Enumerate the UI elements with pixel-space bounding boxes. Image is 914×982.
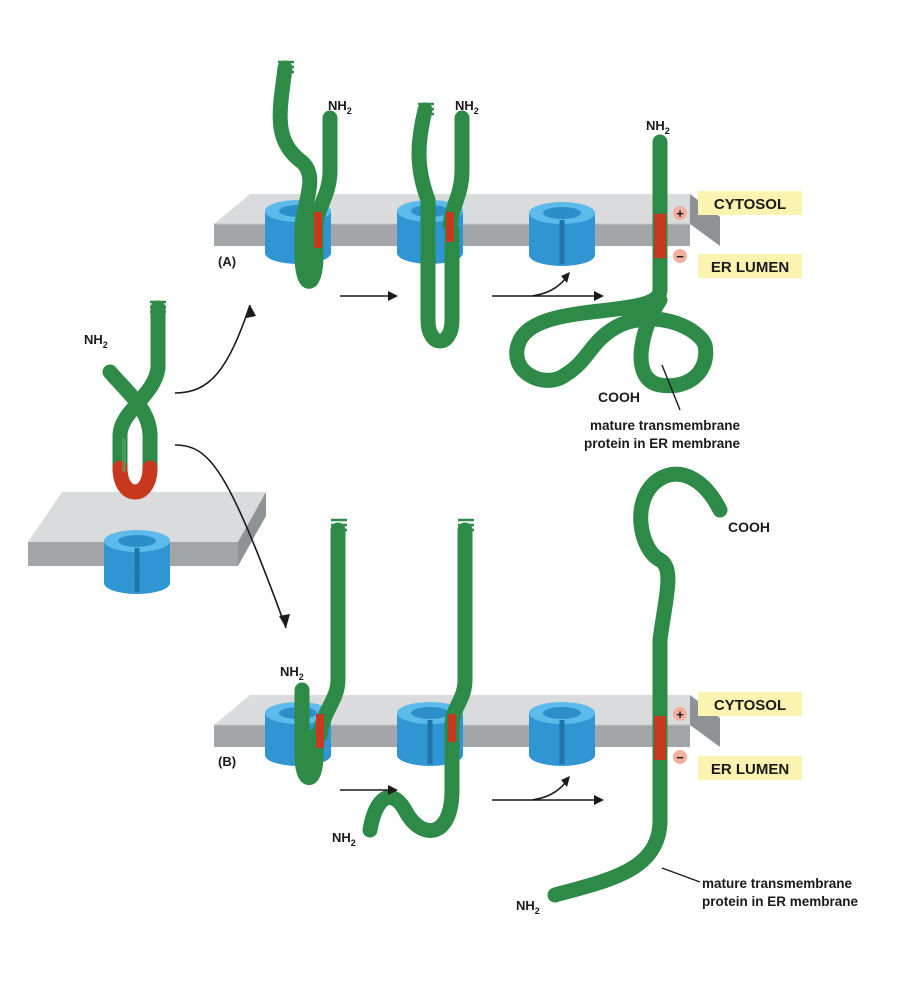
a-mature-line1: mature transmembrane bbox=[590, 418, 741, 433]
initial-nh2-label: NH2 bbox=[84, 332, 108, 350]
a-cytosol-tag bbox=[698, 191, 802, 215]
translocator-a3-icon bbox=[529, 202, 595, 266]
chain-a1 bbox=[272, 60, 338, 289]
mature-protein-b bbox=[547, 466, 728, 903]
b-cooh-label: COOH bbox=[728, 519, 770, 535]
branch-arrow-b bbox=[174, 444, 287, 629]
svg-text:−: − bbox=[676, 750, 684, 765]
chain-b2 bbox=[362, 518, 474, 838]
svg-text:ER LUMEN: ER LUMEN bbox=[711, 761, 789, 778]
b-cytosol-tag bbox=[698, 692, 802, 716]
svg-text:CYTOSOL: CYTOSOL bbox=[714, 196, 786, 213]
a-cooh-label: COOH bbox=[598, 389, 640, 405]
b-positive-charge-icon bbox=[673, 707, 687, 721]
a1-nh2-label: NH2 bbox=[328, 98, 352, 116]
initial-polypeptide bbox=[102, 300, 166, 500]
a2-nh2-label: NH2 bbox=[455, 98, 479, 116]
svg-text:ER LUMEN: ER LUMEN bbox=[711, 259, 789, 276]
a-mature-line2: protein in ER membrane bbox=[584, 436, 741, 451]
svg-text:−: − bbox=[676, 249, 684, 264]
b2-nh2-label: NH2 bbox=[332, 830, 356, 848]
b-mature-pointer bbox=[661, 867, 701, 883]
b-mature-nh2-label: NH2 bbox=[516, 898, 540, 916]
b-negative-charge-icon bbox=[673, 750, 687, 764]
translocator-b3-icon bbox=[529, 702, 595, 766]
b-mature-line1: mature transmembrane bbox=[702, 876, 853, 891]
a-mature-nh2-label: NH2 bbox=[646, 118, 670, 136]
a-positive-charge-icon bbox=[673, 206, 687, 220]
chain-a2 bbox=[411, 102, 470, 349]
a-mature-pointer bbox=[661, 364, 681, 411]
branch-arrow-a bbox=[174, 304, 251, 394]
chain-b1 bbox=[294, 518, 347, 785]
b1-nh2-label: NH2 bbox=[280, 664, 304, 682]
a-er-lumen-tag bbox=[698, 254, 802, 278]
b-er-lumen-tag bbox=[698, 756, 802, 780]
svg-text:CYTOSOL: CYTOSOL bbox=[714, 697, 786, 714]
a-negative-charge-icon bbox=[673, 249, 687, 263]
b-mature-line2: protein in ER membrane bbox=[702, 894, 859, 909]
svg-text:+: + bbox=[676, 707, 684, 722]
mature-protein-a bbox=[509, 134, 714, 394]
panel-a-label: (A) bbox=[218, 254, 236, 269]
svg-text:+: + bbox=[676, 206, 684, 221]
initial-translocator-icon bbox=[104, 530, 170, 594]
panel-b-label: (B) bbox=[218, 754, 236, 769]
